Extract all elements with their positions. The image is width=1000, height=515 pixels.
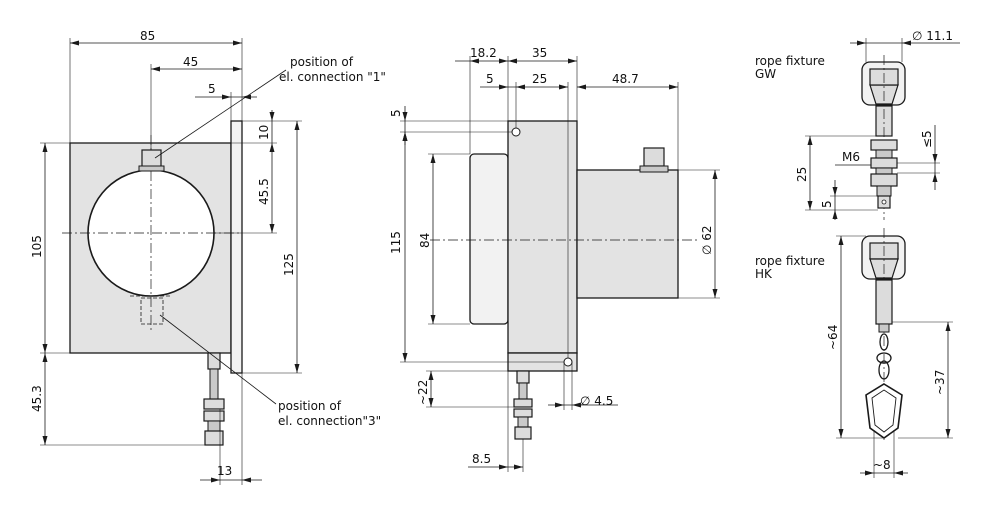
front-view: 85 45 5 10 45.5 125 105	[30, 29, 386, 485]
connector-1	[141, 149, 162, 168]
hk-dim-8: ~8	[873, 458, 891, 472]
dim-45-5: 45.5	[257, 178, 271, 205]
gw-dim-11-1: ∅ 11.1	[912, 29, 953, 43]
dim-10: 10	[257, 125, 271, 140]
dim-8-5: 8.5	[472, 452, 491, 466]
dim-84: 84	[418, 233, 432, 248]
hk-label: rope fixture HK	[755, 254, 829, 281]
gw-label-line2: GW	[755, 67, 776, 81]
note-connection-1-line2: el. connection "1"	[279, 70, 386, 84]
dim-5-top: 5	[389, 109, 403, 117]
note-connection-1-line1: position of	[290, 55, 354, 69]
dim-13: 13	[217, 464, 232, 478]
hk-snap-hook	[865, 383, 903, 439]
dim-25-side: 25	[532, 72, 547, 86]
hk-dim-64: ~64	[826, 325, 840, 350]
dim-48-7: 48.7	[612, 72, 639, 86]
side-view: 18.2 35 5 25 48.7 5 115	[389, 46, 720, 472]
hk-label-line2: HK	[755, 267, 773, 281]
note-connection-1: position of el. connection "1"	[279, 55, 386, 84]
mount-hole-top	[511, 127, 521, 137]
note-connection-3-line1: position of	[278, 399, 342, 413]
dim-85: 85	[140, 29, 155, 43]
rope-fixture-hk: rope fixture HK ~64 ~37	[755, 228, 953, 478]
main-body	[507, 120, 578, 354]
cylinder	[576, 169, 679, 299]
dim-22: ~22	[416, 380, 430, 405]
dim-105: 105	[30, 235, 44, 258]
gw-label: rope fixture GW	[755, 54, 829, 81]
gw-label-line1: rope fixture	[755, 54, 825, 68]
dim-115: 115	[389, 231, 403, 254]
note-connection-3-line2: el. connection"3"	[278, 414, 381, 428]
dim-45: 45	[183, 55, 198, 69]
gw-dim-m6: M6	[842, 150, 860, 164]
gw-dim-25: 25	[795, 167, 809, 182]
dim-62: ∅ 62	[700, 225, 714, 255]
dim-35: 35	[532, 46, 547, 60]
drum-housing	[469, 153, 509, 325]
dim-18-2: 18.2	[470, 46, 497, 60]
hk-label-line1: rope fixture	[755, 254, 825, 268]
dim-4-5: ∅ 4.5	[580, 394, 613, 408]
rope-fixture-gw: rope fixture GW ∅ 11.1 M6	[755, 29, 960, 220]
dim-5-side: 5	[486, 72, 494, 86]
mount-hole-bottom	[563, 357, 573, 367]
dim-45-3: 45.3	[30, 385, 44, 412]
hk-dim-37: ~37	[933, 370, 947, 395]
dim-125: 125	[282, 253, 296, 276]
gw-dim-5: 5	[820, 200, 834, 208]
dim-5-front: 5	[208, 82, 216, 96]
connector-side	[643, 147, 665, 167]
gw-dim-le5: ≤5	[920, 130, 934, 148]
mounting-flange	[230, 120, 243, 374]
note-connection-3: position of el. connection"3"	[278, 399, 381, 428]
